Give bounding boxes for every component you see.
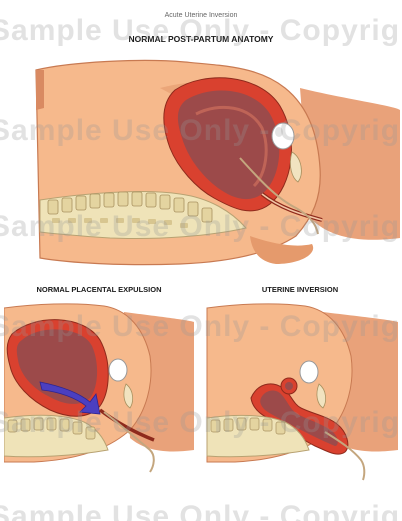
uterine-inversion-title: UTERINE INVERSION [205,285,395,294]
bladder [300,361,318,383]
watermark-text: Sample Use Only - Copyright [0,500,402,521]
torso-left-edge [36,70,44,110]
bladder [272,123,294,149]
uterine-inversion-illustration [205,300,398,484]
figure-small-title: Acute Uterine Inversion [0,12,402,19]
figure-main-title: NORMAL POST-PARTUM ANATOMY [0,34,402,44]
placental-expulsion-title: NORMAL PLACENTAL EXPULSION [4,285,194,294]
fundus-bulge-inner [285,382,293,390]
bladder-shading [275,127,283,137]
placental-expulsion-illustration [4,300,194,484]
bladder [109,359,127,381]
postpartum-anatomy-illustration [0,48,402,270]
